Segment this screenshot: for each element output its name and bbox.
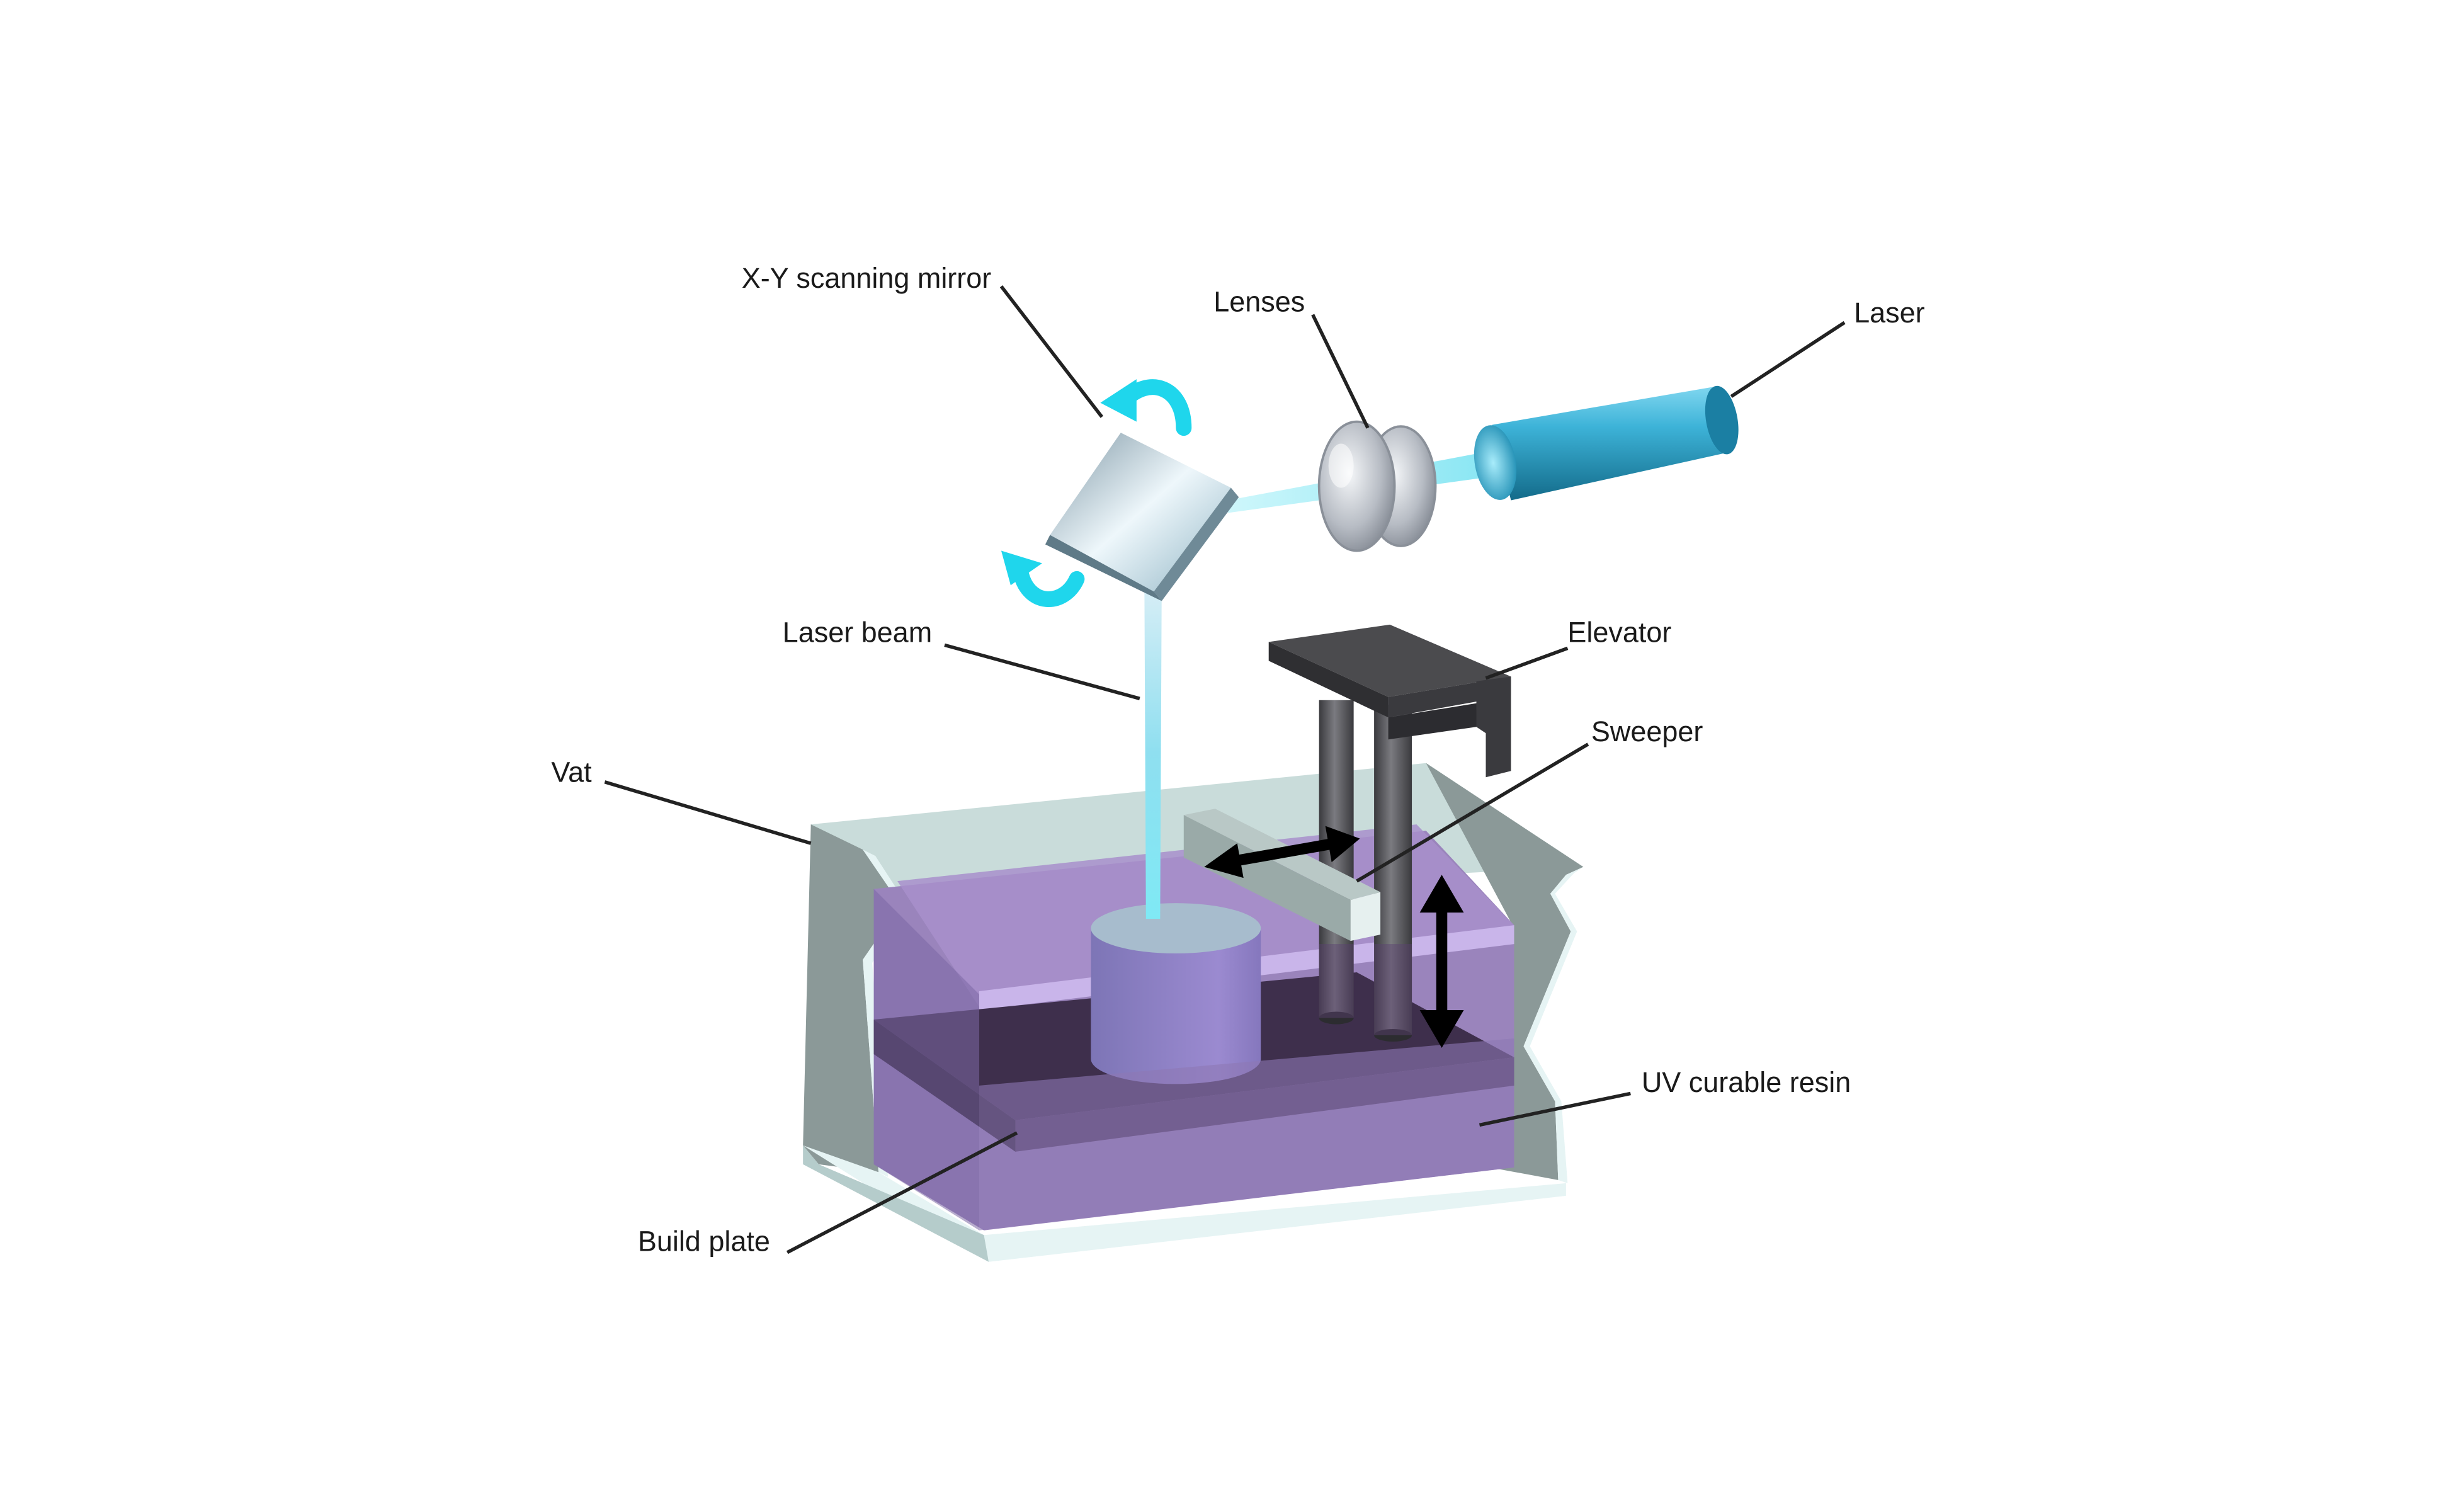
rotation-arrow-top bbox=[1100, 379, 1192, 436]
vat-bottom bbox=[803, 1145, 1566, 1262]
leader-lines bbox=[604, 285, 1846, 1254]
label-build-plate: Build plate bbox=[638, 1225, 770, 1257]
label-sweeper: Sweeper bbox=[1591, 715, 1703, 747]
sweeper-motion-arrow bbox=[1204, 826, 1360, 878]
rotation-arrow-bottom bbox=[1001, 550, 1085, 607]
elevator bbox=[1268, 624, 1511, 1042]
label-laser-beam: Laser beam bbox=[783, 616, 932, 648]
xy-scanning-mirror bbox=[1045, 433, 1239, 601]
printed-part bbox=[1091, 903, 1261, 1084]
elevator-rod-right bbox=[1374, 705, 1412, 1035]
label-laser: Laser bbox=[1854, 297, 1925, 329]
elevator-motion-arrow bbox=[1419, 875, 1464, 1048]
vat-right-wall-rim bbox=[1523, 867, 1584, 1183]
label-mirror: X-Y scanning mirror bbox=[742, 262, 992, 294]
label-lenses: Lenses bbox=[1213, 286, 1305, 318]
lens-front bbox=[1317, 420, 1396, 552]
label-elevator: Elevator bbox=[1567, 616, 1671, 648]
lenses bbox=[1317, 420, 1437, 552]
laser bbox=[1474, 385, 1739, 501]
label-resin: UV curable resin bbox=[1642, 1066, 1851, 1098]
elevator-rod-left bbox=[1319, 700, 1354, 1018]
vat-right-wall bbox=[1426, 763, 1584, 1180]
resin-front bbox=[873, 889, 1514, 1231]
label-vat: Vat bbox=[551, 756, 592, 788]
